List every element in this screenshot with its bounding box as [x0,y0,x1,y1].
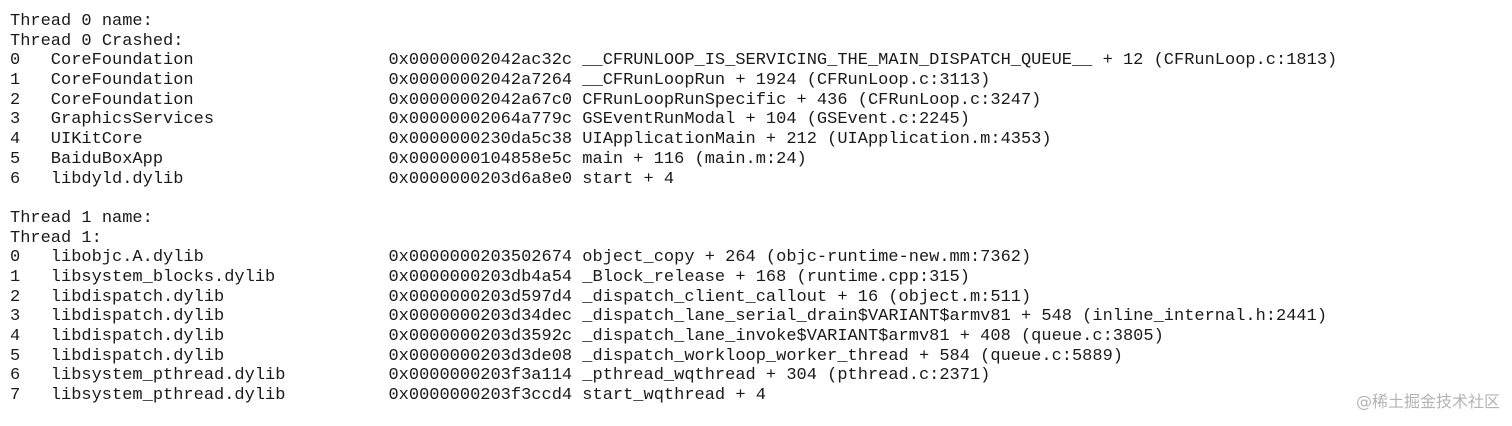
frame-address: 0x0000000104858e5c [388,149,573,169]
stack-frame-row: 3 libdispatch.dylib 0x0000000203d34dec _dis… [10,307,1337,327]
frame-library: BaiduBoxApp [50,149,164,169]
frame-address: 0x00000002042ac32c [388,51,573,71]
frame-library: libobjc.A.dylib [50,248,204,268]
frame-library: CoreFoundation [50,71,194,91]
frame-address: 0x00000002042a7264 [388,71,573,91]
stack-frame-row: 0 libobjc.A.dylib 0x0000000203502674 object… [10,248,1337,268]
frame-index: 4 [10,327,21,346]
stack-frame-row: 3 GraphicsServices 0x00000002064a779c GSEve… [10,110,1337,130]
frame-index: 3 [10,307,21,327]
stack-frame-row: 4 libdispatch.dylib 0x0000000203d3592c _dis… [10,327,1337,347]
frame-symbol: _pthread_wqthread + 304 (pthread.c:2371) [582,366,991,386]
frame-symbol: _dispatch_workloop_worker_thread + 584 (… [582,346,1123,366]
frame-index: 2 [10,90,21,110]
frame-symbol: _dispatch_lane_serial_drain$VARIANT$armv… [582,307,1328,327]
frame-symbol: __CFRUNLOOP_IS_SERVICING_THE_MAIN_DISPAT… [582,51,1338,71]
thread-name-label: Thread 0 name: [10,12,153,31]
frame-index: 3 [10,110,21,130]
frame-library: GraphicsServices [50,110,215,130]
frame-index: 5 [10,149,21,169]
watermark: @稀土掘金技术社区 [1355,392,1500,411]
frame-symbol: object_copy + 264 (objc-runtime-new.mm:7… [582,248,1032,268]
frame-library: libdispatch.dylib [50,346,225,366]
frame-library: libsystem_pthread.dylib [50,386,286,406]
frame-index: 1 [10,267,21,287]
frame-address: 0x0000000203d3592c [388,327,573,346]
frame-index: 6 [10,169,21,189]
stack-frame-row: 6 libdyld.dylib 0x0000000203d6a8e0 start + … [10,170,1337,190]
frame-address: 0x0000000230da5c38 [388,130,573,150]
frame-index: 5 [10,346,21,366]
stack-frame-row: 7 libsystem_pthread.dylib 0x0000000203f3cc… [10,386,1337,406]
stack-frame-row: 0 CoreFoundation 0x00000002042ac32c __CFRUN… [10,51,1337,71]
frame-symbol: _dispatch_client_callout + 16 (object.m:… [582,287,1032,307]
frame-library: libsystem_blocks.dylib [50,267,276,287]
frame-symbol: start + 4 [582,169,675,189]
frame-library: CoreFoundation [50,51,194,71]
frame-address: 0x00000002064a779c [388,110,573,130]
frame-address: 0x0000000203db4a54 [388,267,573,287]
frame-library: CoreFoundation [50,90,194,110]
stack-frame-row: 5 libdispatch.dylib 0x0000000203d3de08 _dis… [10,347,1337,367]
frame-library: libdispatch.dylib [50,307,225,327]
frame-symbol: CFRunLoopRunSpecific + 436 (CFRunLoop.c:… [582,90,1042,110]
frame-index: 0 [10,51,21,71]
blank-line [10,189,1337,209]
stack-frame-row: 6 libsystem_pthread.dylib 0x0000000203f3a1… [10,366,1337,386]
stack-frame-row: 1 libsystem_blocks.dylib 0x0000000203db4a5… [10,268,1337,288]
frame-address: 0x0000000203f3ccd4 [388,386,573,406]
thread-status-label: Thread 1: [10,228,102,248]
stack-frame-row: 5 BaiduBoxApp 0x0000000104858e5c main + 116… [10,150,1337,170]
frame-address: 0x0000000203d597d4 [388,287,573,307]
frame-symbol: main + 116 (main.m:24) [582,149,807,169]
stack-frame-row: 2 libdispatch.dylib 0x0000000203d597d4 _dis… [10,288,1337,308]
stack-frame-row: 1 CoreFoundation 0x00000002042a7264 __CFRun… [10,71,1337,91]
frame-symbol: GSEventRunModal + 104 (GSEvent.c:2245) [582,110,970,130]
frame-address: 0x0000000203f3a114 [388,366,573,386]
frame-index: 6 [10,366,21,386]
thread-status-label: Thread 0 Crashed: [10,31,184,51]
frame-symbol: __CFRunLoopRun + 1924 (CFRunLoop.c:3113) [582,71,991,91]
frame-address: 0x0000000203d6a8e0 [388,169,573,189]
frame-address: 0x0000000203d34dec [388,307,573,327]
frame-library: libsystem_pthread.dylib [50,366,286,386]
frame-library: libdyld.dylib [50,169,184,189]
frame-symbol: _Block_release + 168 (runtime.cpp:315) [582,267,970,287]
frame-library: libdispatch.dylib [50,287,225,307]
frame-library: libdispatch.dylib [50,327,225,346]
frame-index: 4 [10,130,21,150]
frame-symbol: UIApplicationMain + 212 (UIApplication.m… [582,130,1052,150]
frame-index: 2 [10,287,21,307]
frame-library: UIKitCore [50,130,143,150]
frame-symbol: start_wqthread + 4 [582,386,766,406]
frame-symbol: _dispatch_lane_invoke$VARIANT$armv81 + 4… [582,327,1164,346]
thread-name-label: Thread 1 name: [10,208,153,228]
frame-address: 0x00000002042a67c0 [388,90,573,110]
stack-frame-row: 2 CoreFoundation 0x00000002042a67c0 CFRunLo… [10,91,1337,111]
frame-index: 1 [10,71,21,91]
frame-address: 0x0000000203502674 [388,248,573,268]
frame-index: 0 [10,248,21,268]
frame-address: 0x0000000203d3de08 [388,346,573,366]
frame-index: 7 [10,386,21,406]
stack-frame-row: 4 UIKitCore 0x0000000230da5c38 UIApplicatio… [10,130,1337,150]
